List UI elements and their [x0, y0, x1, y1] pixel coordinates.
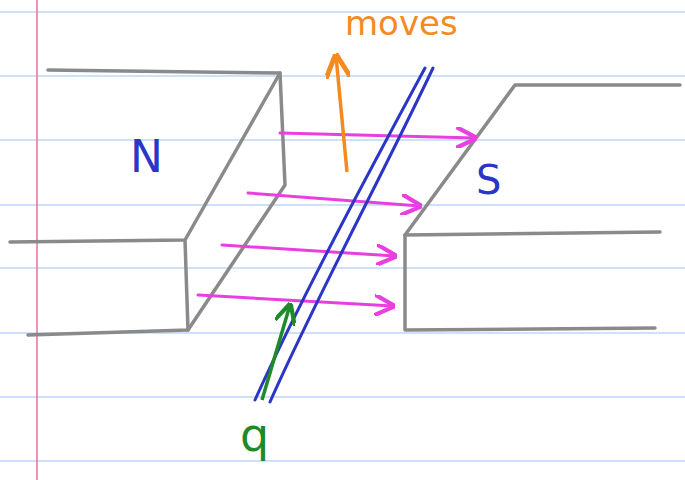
- north-pole-label: N: [130, 135, 163, 179]
- charge-label: q: [240, 412, 269, 458]
- motion-label: moves: [345, 6, 458, 40]
- south-pole-label: S: [476, 160, 501, 200]
